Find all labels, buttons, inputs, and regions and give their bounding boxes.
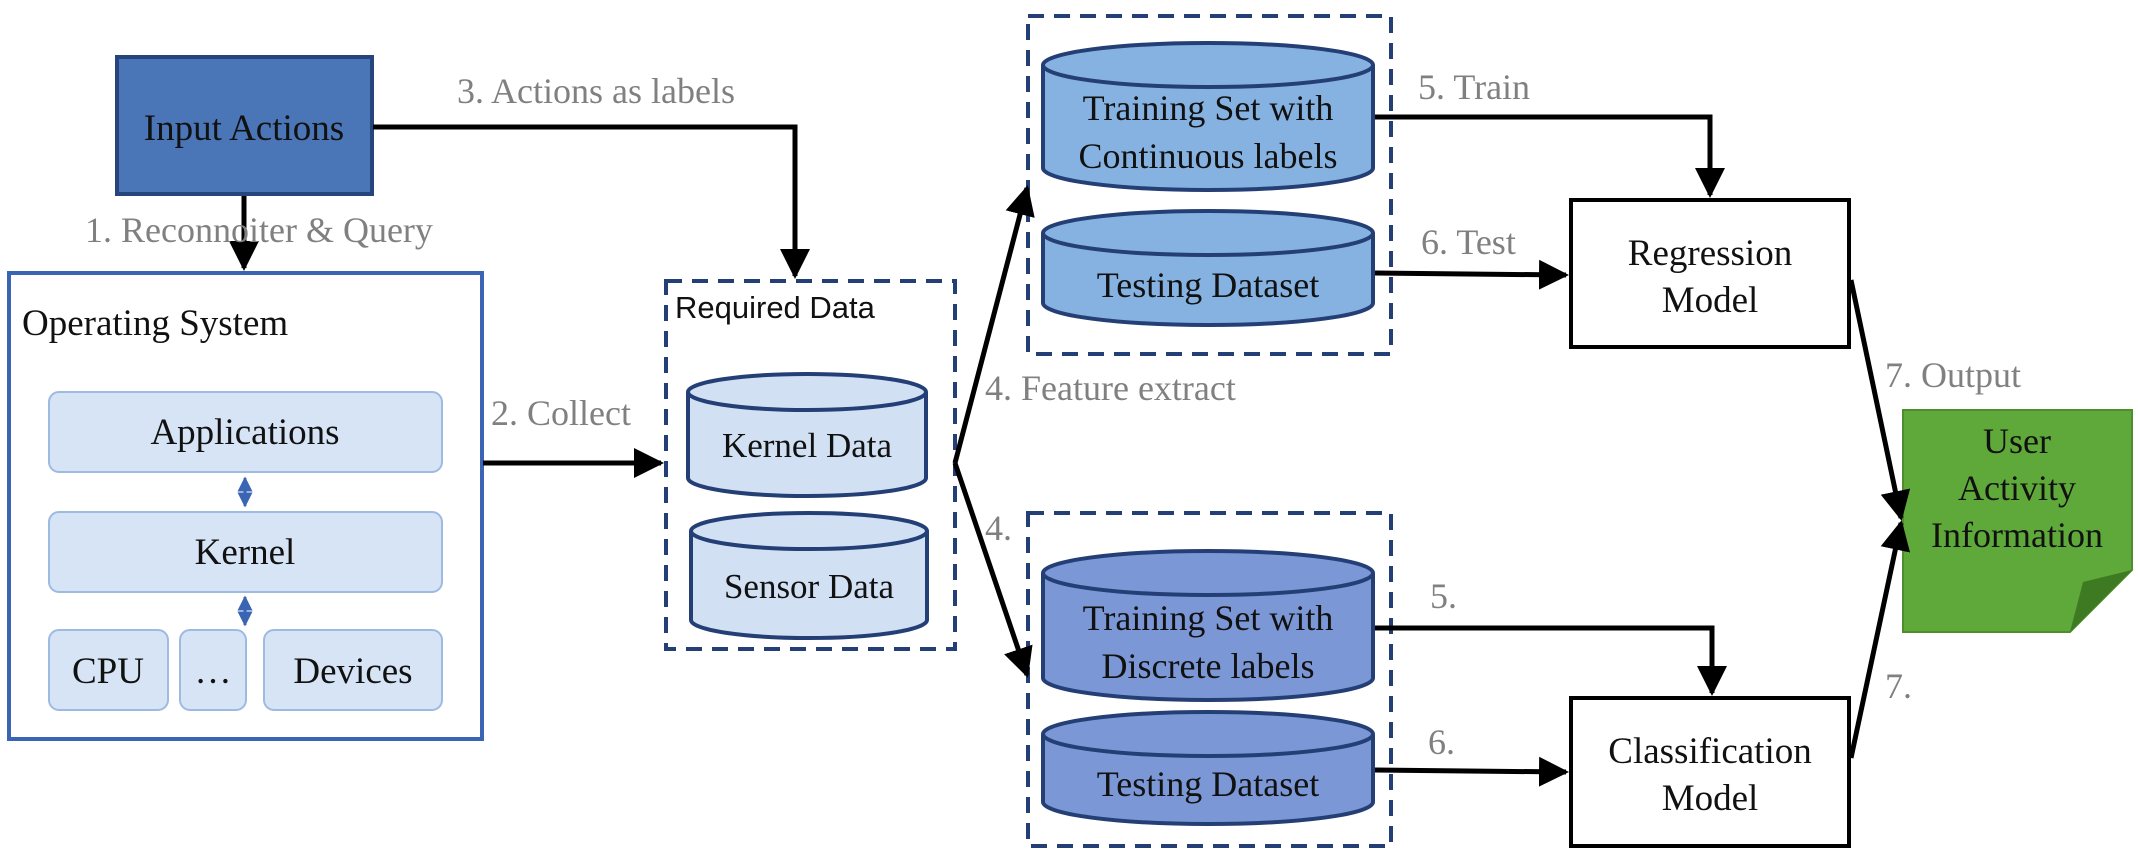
- regression-model-box: Regression Model: [1569, 198, 1851, 349]
- training-discrete-line2: Discrete labels: [1102, 646, 1315, 686]
- ellipsis-label: …: [195, 651, 232, 692]
- applications-label: Applications: [150, 412, 339, 453]
- required-data-title: Required Data: [675, 290, 876, 325]
- regression-model-line2: Model: [1662, 280, 1759, 321]
- continuous-dataset-group: Training Set with Continuous labels Test…: [1026, 14, 1393, 356]
- arrows: [229, 114, 1911, 787]
- training-continuous-line2: Continuous labels: [1079, 136, 1338, 176]
- arrow-test-bottom: [1374, 756, 1569, 787]
- classification-model-line1: Classification: [1608, 731, 1811, 772]
- training-set-discrete-cylinder: Training Set with Discrete labels: [1041, 549, 1375, 702]
- arrow-actions-as-labels: [373, 124, 810, 279]
- training-discrete-line1: Training Set with: [1083, 598, 1334, 638]
- sensor-data-label: Sensor Data: [724, 567, 895, 606]
- arrow-feature-extract-bottom: [952, 462, 1033, 678]
- arrow-output-bottom: [1848, 520, 1911, 759]
- label-step5-top: 5. Train: [1418, 67, 1530, 107]
- kernel-data-label: Kernel Data: [722, 426, 893, 465]
- operating-system-box: Operating System Applications Kernel CPU…: [7, 271, 484, 741]
- training-continuous-line1: Training Set with: [1083, 88, 1334, 128]
- label-step6-bottom: 6.: [1428, 722, 1455, 762]
- kernel-layer: [48, 511, 443, 593]
- note-line2: Activity: [1958, 468, 2076, 508]
- required-data-group: Required Data Kernel Data Sensor Data: [664, 279, 957, 651]
- label-step5-bottom: 5.: [1430, 576, 1457, 616]
- cpu-label: CPU: [72, 651, 144, 692]
- regression-model-line1: Regression: [1628, 233, 1792, 274]
- edge-labels: 1. Reconnoiter & Query 3. Actions as lab…: [85, 67, 2021, 762]
- user-activity-note: User Activity Information: [1902, 409, 2133, 633]
- devices-block: [263, 629, 443, 711]
- discrete-dataset-group: Training Set with Discrete labels Testin…: [1026, 511, 1393, 848]
- note-line1: User: [1983, 421, 2051, 461]
- label-step1: 1. Reconnoiter & Query: [85, 210, 433, 250]
- testing-dataset-continuous-cylinder: Testing Dataset: [1041, 209, 1375, 327]
- classification-model-box: Classification Model: [1569, 696, 1851, 848]
- arrow-output-top: [1848, 279, 1911, 521]
- testing-discrete-label: Testing Dataset: [1097, 764, 1319, 804]
- sensor-data-cylinder: Sensor Data: [689, 511, 929, 640]
- label-step7-bottom: 7.: [1885, 666, 1912, 706]
- applications-layer: [48, 391, 443, 473]
- operating-system-title: Operating System: [22, 303, 288, 344]
- arrow-test-top: [1374, 259, 1569, 290]
- kernel-label: Kernel: [195, 532, 296, 573]
- arrow-feature-extract-top: [952, 185, 1035, 464]
- arrow-train-top: [1375, 114, 1725, 198]
- label-step7-top: 7. Output: [1885, 355, 2021, 395]
- label-step4-top: 4. Feature extract: [985, 368, 1236, 408]
- devices-label: Devices: [293, 651, 412, 692]
- kernel-data-cylinder: Kernel Data: [686, 372, 928, 498]
- training-set-continuous-cylinder: Training Set with Continuous labels: [1041, 41, 1375, 192]
- ellipsis-block: [179, 629, 247, 711]
- note-line3: Information: [1931, 515, 2103, 555]
- testing-continuous-label: Testing Dataset: [1097, 265, 1319, 305]
- label-step6-top: 6. Test: [1421, 222, 1516, 262]
- classification-model-line2: Model: [1662, 778, 1759, 819]
- input-actions-label: Input Actions: [144, 108, 344, 149]
- cpu-block: [48, 629, 169, 711]
- label-step3: 3. Actions as labels: [457, 71, 735, 111]
- label-step2: 2. Collect: [491, 393, 631, 433]
- label-step4-bottom: 4.: [985, 508, 1012, 548]
- testing-dataset-discrete-cylinder: Testing Dataset: [1041, 710, 1375, 826]
- input-actions-box: Input Actions: [115, 55, 374, 196]
- arrow-train-bottom: [1375, 625, 1727, 696]
